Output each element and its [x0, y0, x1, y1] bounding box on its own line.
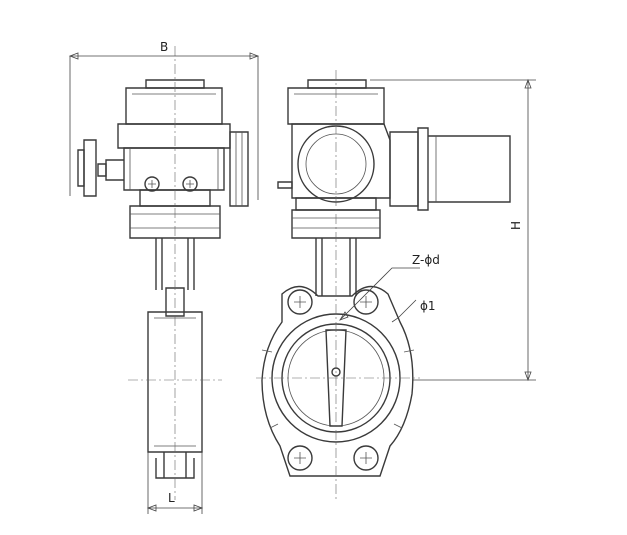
dimension-h: H: [370, 78, 536, 382]
dimension-l-label: L: [168, 491, 175, 505]
callout-bolt-circle: ϕ1: [391, 299, 436, 323]
callout-bolt-holes: Z-ϕd: [339, 253, 440, 321]
side-view: [77, 46, 249, 500]
dimension-b-label: B: [160, 40, 168, 54]
dimension-b: B: [68, 40, 260, 200]
dimension-h-label: H: [509, 221, 523, 230]
bolt-holes-label: Z-ϕd: [412, 253, 440, 267]
front-view: [256, 70, 511, 500]
dimension-l: L: [146, 452, 204, 514]
bolt-circle-label: ϕ1: [420, 299, 436, 313]
